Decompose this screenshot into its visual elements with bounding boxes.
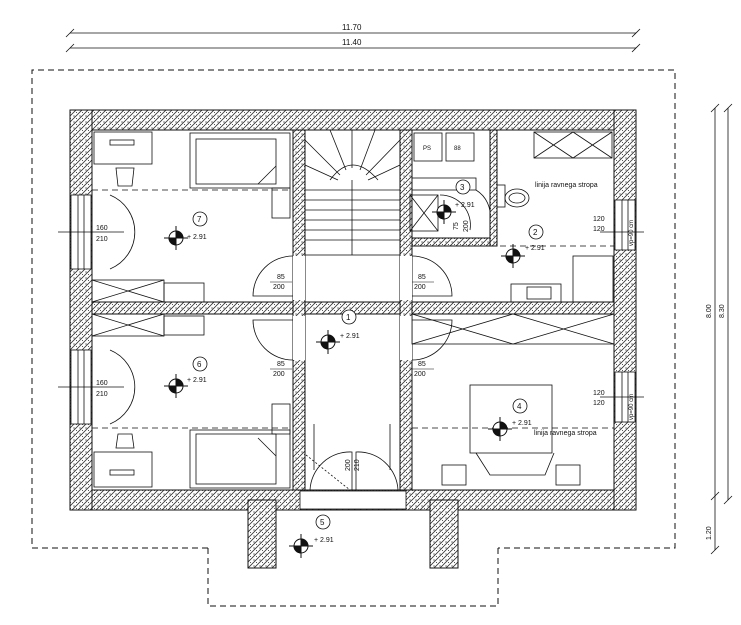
staircase — [304, 129, 401, 256]
level-marker-7 — [164, 226, 188, 250]
door-200-a: 200 — [273, 284, 285, 291]
level-marker-5 — [289, 534, 313, 558]
dim-11-40: 11.40 — [342, 38, 362, 47]
room-7-level: + 2.91 — [187, 234, 207, 241]
interior-walls — [91, 129, 615, 491]
room-3-level: + 2.91 — [455, 202, 475, 209]
room-2-number: 2 — [533, 228, 538, 237]
washer-label: PS — [423, 146, 431, 152]
door-85-b: 85 — [418, 274, 426, 281]
door-85-a: 85 — [277, 274, 285, 281]
level-marker-6 — [164, 374, 188, 398]
level-marker-2 — [501, 244, 525, 268]
door-200-e: 200 — [463, 220, 470, 232]
door-200-d: 200 — [414, 371, 426, 378]
window-marks — [58, 231, 644, 398]
door-75: 75 — [453, 222, 460, 230]
door-210-f: 210 — [354, 459, 361, 471]
dim-1-20: 1.20 — [706, 526, 713, 540]
room-3-number: 3 — [460, 183, 465, 192]
window-120-b: 120 — [593, 226, 605, 233]
door-dimensions: 85 200 85 200 85 200 85 200 75 200 200 2… — [270, 220, 470, 471]
room-2-level: + 2.91 — [525, 245, 545, 252]
window-120-a: 120 — [593, 216, 605, 223]
room-1-number: 1 — [346, 313, 351, 322]
window-vp-b: vp=90 cm — [629, 394, 635, 420]
room-7-number: 7 — [197, 215, 202, 224]
box-88-label: 88 — [454, 146, 461, 152]
level-marker-1 — [316, 330, 340, 354]
door-swings — [109, 194, 471, 491]
dim-8-30: 8.30 — [719, 304, 726, 318]
window-160-a: 160 — [96, 225, 108, 232]
room-6-furniture — [91, 313, 291, 489]
window-120-d: 120 — [593, 400, 605, 407]
room-7-furniture — [91, 131, 291, 303]
door-200-c: 200 — [273, 371, 285, 378]
ceiling-line-note-bottom: linija ravnega stropa — [534, 430, 597, 437]
dimension-right — [710, 103, 733, 555]
window-120-c: 120 — [593, 390, 605, 397]
window-vp-a: vp=90 cm — [629, 220, 635, 246]
room-5-number: 5 — [320, 518, 325, 527]
dim-11-70: 11.70 — [342, 23, 362, 32]
level-marker-3 — [432, 200, 456, 224]
window-160-b: 160 — [96, 380, 108, 387]
room-4-number: 4 — [517, 402, 522, 411]
ceiling-line-note-top: linija ravnega stropa — [535, 182, 598, 189]
room-6-level: + 2.91 — [187, 377, 207, 384]
room-number-circles — [192, 179, 544, 530]
windows — [70, 194, 636, 510]
room-6-number: 6 — [197, 360, 202, 369]
level-marker-4 — [488, 417, 512, 441]
door-openings — [293, 256, 412, 360]
door-85-c: 85 — [277, 361, 285, 368]
room-4-furniture — [411, 313, 615, 486]
door-200-f: 200 — [345, 459, 352, 471]
door-85-d: 85 — [418, 361, 426, 368]
window-210-b: 210 — [96, 391, 108, 398]
dimension-overall — [65, 28, 641, 53]
dim-8-00: 8.00 — [706, 304, 713, 318]
room-2-furniture — [410, 131, 614, 303]
roof-outline — [31, 69, 676, 607]
level-markers — [164, 200, 525, 558]
window-210-a: 210 — [96, 236, 108, 243]
room-4-level: + 2.91 — [512, 420, 532, 427]
room-1-level: + 2.91 — [340, 333, 360, 340]
room-5-level: + 2.91 — [314, 537, 334, 544]
door-200-b: 200 — [414, 284, 426, 291]
window-dimensions: 160 210 160 210 120 120 120 120 vp=90 cm… — [96, 216, 635, 420]
